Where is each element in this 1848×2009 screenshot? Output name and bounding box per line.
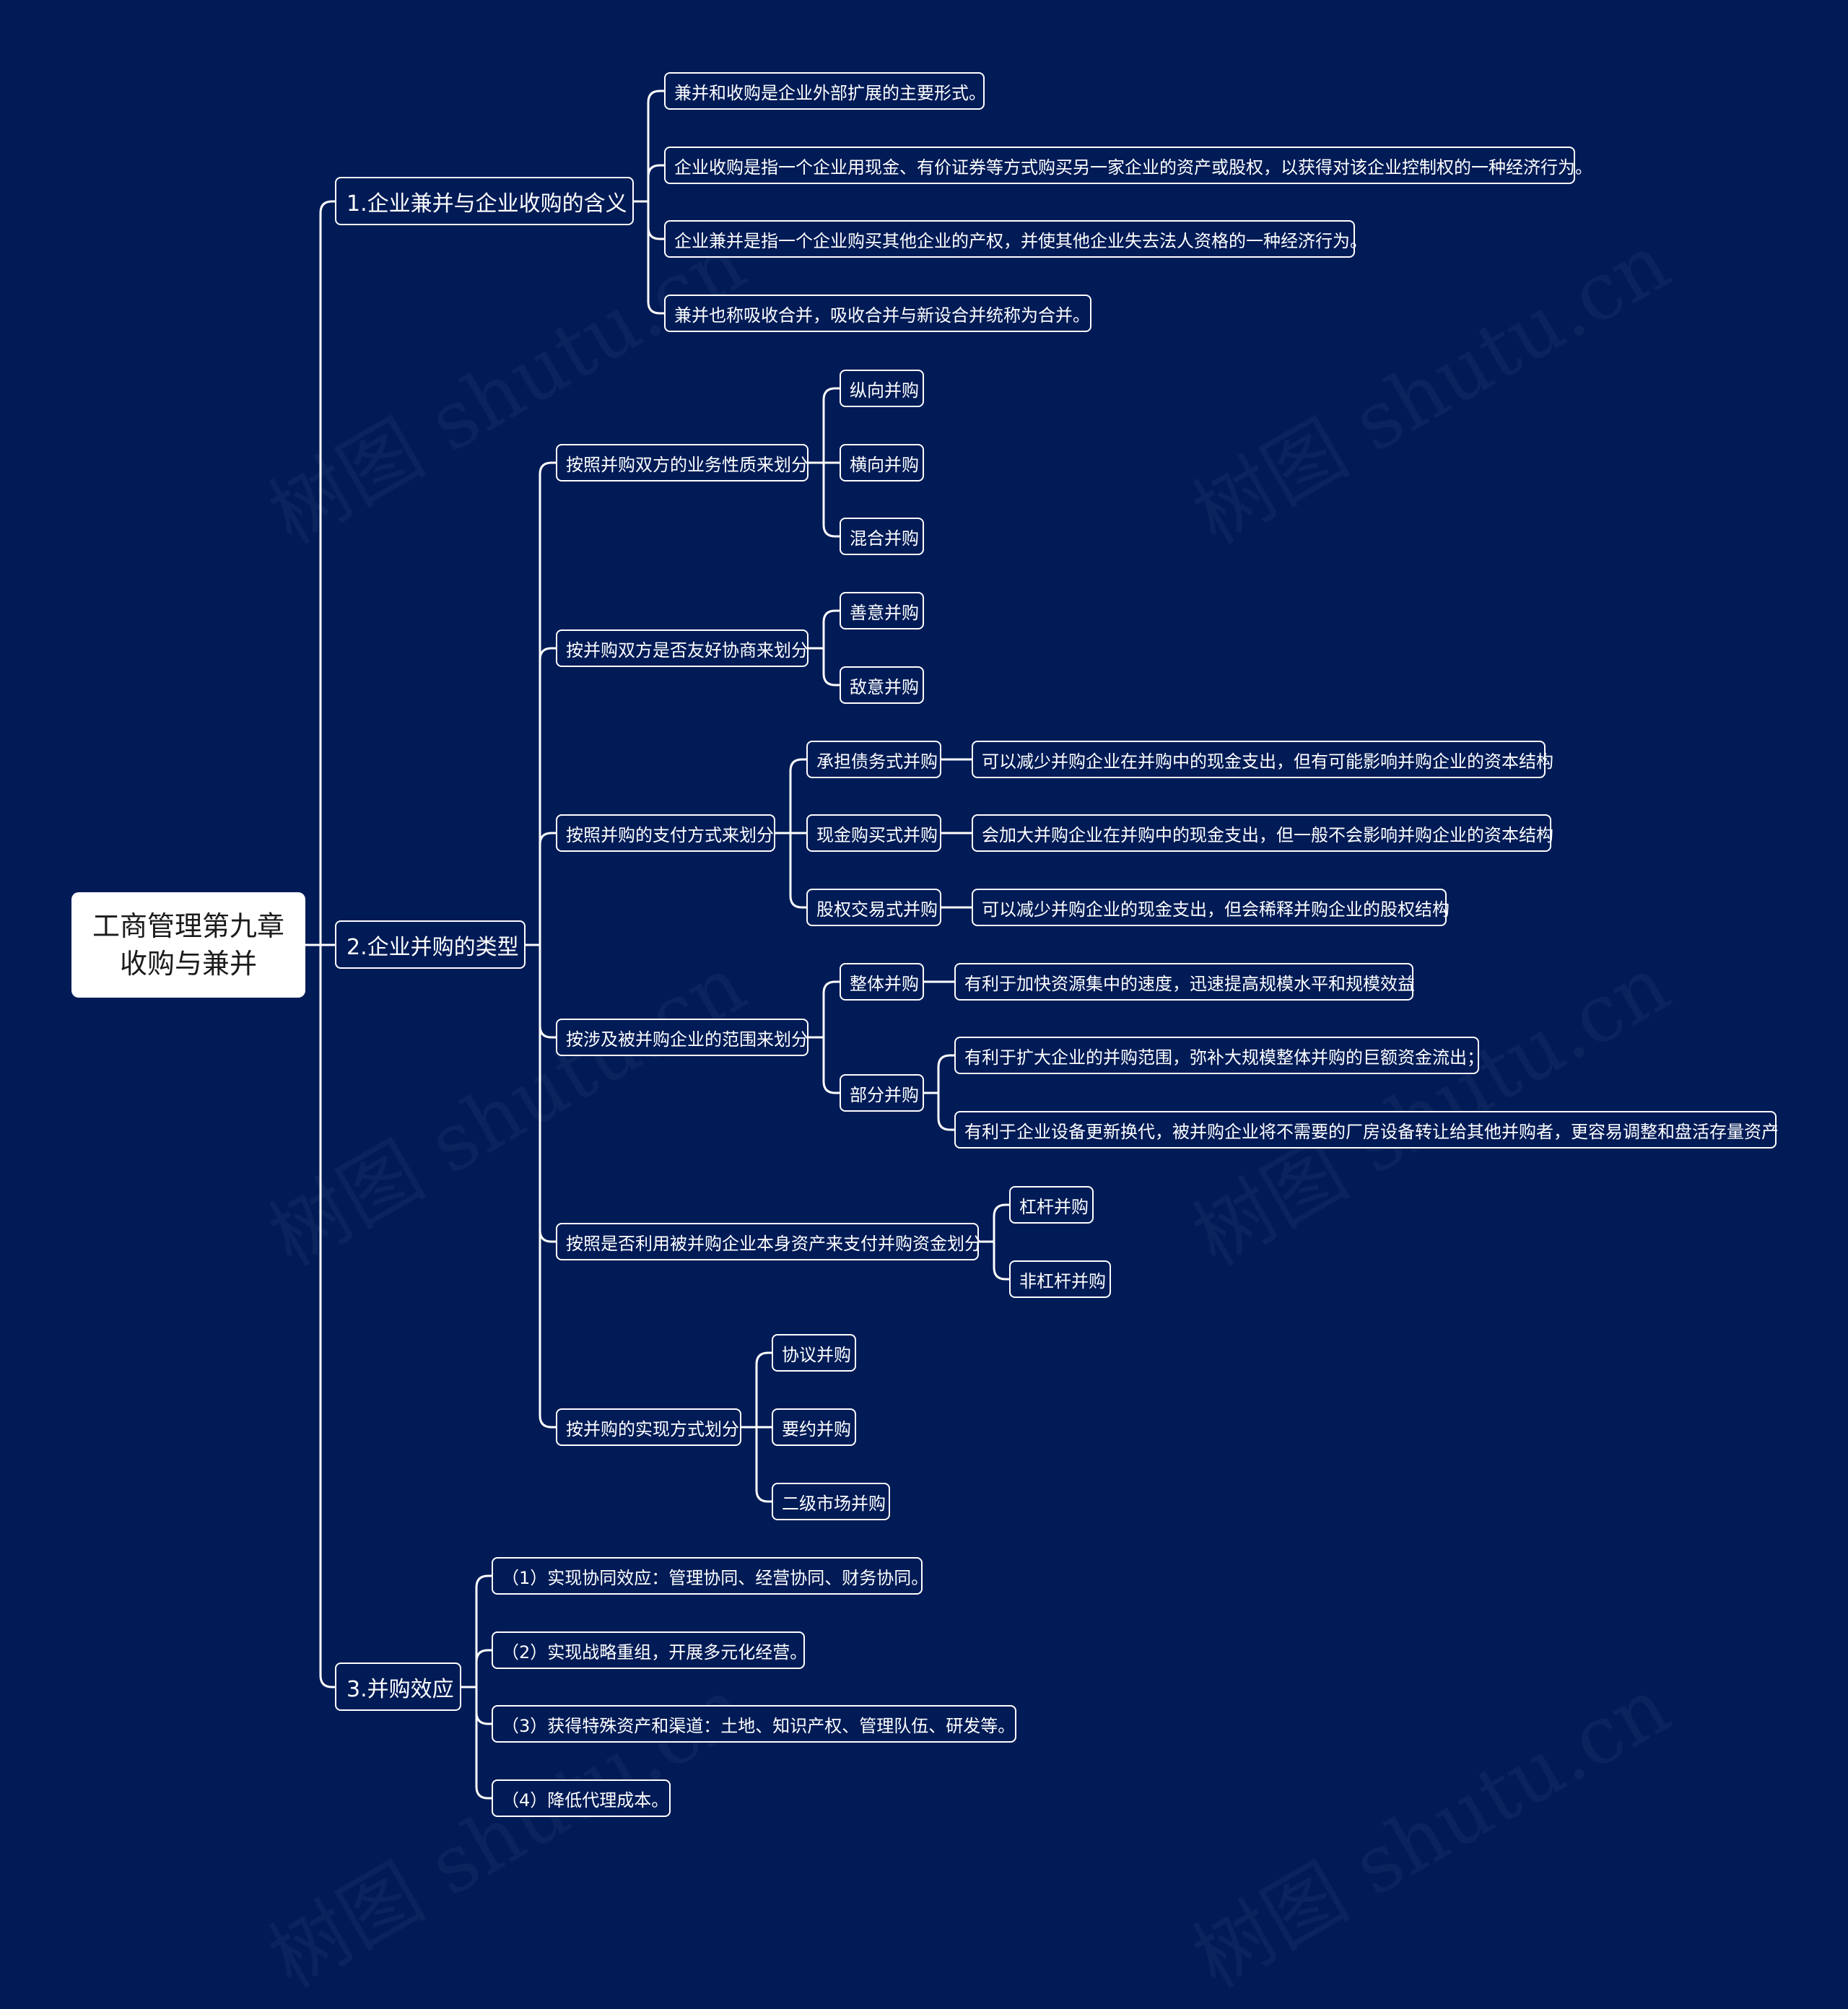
type-leveraged[interactable]: 杠杆并购 xyxy=(1009,1186,1094,1224)
branch-types[interactable]: 2.企业并购的类型 xyxy=(335,920,526,969)
meaning-item[interactable]: 兼并也称吸收合并，吸收合并与新设合并统称为合并。 xyxy=(664,295,1091,332)
connector-line xyxy=(937,1117,954,1131)
meaning-item[interactable]: 企业收购是指一个企业用现金、有价证券等方式购买另一家企业的资产或股权，以获得对该… xyxy=(664,147,1592,184)
connector-line xyxy=(539,1415,556,1429)
connector-line xyxy=(822,980,840,994)
branch-meaning[interactable]: 1.企业兼并与企业收购的含义 xyxy=(335,177,634,225)
type-whole[interactable]: 整体并购 xyxy=(840,963,924,1001)
connector-line xyxy=(539,647,556,661)
type-non-leveraged[interactable]: 非杠杆并购 xyxy=(1009,1260,1111,1298)
group-friendly[interactable]: 按并购双方是否友好协商来划分 xyxy=(556,629,808,667)
connector-line xyxy=(937,1054,954,1068)
root-node[interactable]: 工商管理第九章 收购与兼并 xyxy=(71,892,305,998)
effect-item[interactable]: （4）降低代理成本。 xyxy=(492,1779,671,1817)
connector-lines xyxy=(305,90,1009,1800)
type-debt[interactable]: 承担债务式并购 xyxy=(806,741,941,778)
effect-item[interactable]: （3）获得特殊资产和渠道：土地、知识产权、管理队伍、研发等。 xyxy=(492,1705,1016,1743)
connector-line xyxy=(475,1574,492,1588)
branch-effects[interactable]: 3.并购效应 xyxy=(335,1662,461,1711)
connector-line xyxy=(319,1675,335,1688)
connector-line xyxy=(755,1489,772,1503)
connector-line xyxy=(789,895,806,909)
root-title-line2: 收购与兼并 xyxy=(119,948,257,980)
note-debt[interactable]: 可以减少并购企业在并购中的现金支出，但有可能影响并购企业的资本结构 xyxy=(972,741,1553,778)
type-mixed[interactable]: 混合并购 xyxy=(840,518,924,555)
group-business-nature[interactable]: 按照并购双方的业务性质来划分 xyxy=(556,444,808,481)
note-cash[interactable]: 会加大并购企业在并购中的现金支出，但一般不会影响并购企业的资本结构 xyxy=(972,814,1553,852)
connector-line xyxy=(822,609,840,623)
type-cash[interactable]: 现金购买式并购 xyxy=(806,814,941,852)
connector-line xyxy=(475,1649,492,1662)
connector-line xyxy=(647,90,664,103)
connector-line xyxy=(539,1025,556,1039)
group-payment[interactable]: 按照并购的支付方式来划分 xyxy=(556,814,775,852)
connector-line xyxy=(319,200,335,214)
note-whole[interactable]: 有利于加快资源集中的速度，迅速提高规模水平和规模效益 xyxy=(954,963,1415,1001)
connector-line xyxy=(647,164,664,178)
type-hostile[interactable]: 敌意并购 xyxy=(840,666,924,704)
meaning-item[interactable]: 企业兼并是指一个企业购买其他企业的产权，并使其他企业失去法人资格的一种经济行为。 xyxy=(664,220,1367,258)
connector-line xyxy=(539,832,556,845)
type-agreement[interactable]: 协议并购 xyxy=(772,1334,856,1372)
group-leverage[interactable]: 按照是否利用被并购企业本身资产来支付并购资金划分 xyxy=(556,1223,982,1260)
root-title-line1: 工商管理第九章 xyxy=(92,910,284,942)
type-vertical[interactable]: 纵向并购 xyxy=(840,370,924,407)
group-scope[interactable]: 按涉及被并购企业的范围来划分 xyxy=(556,1019,808,1056)
connector-line xyxy=(822,673,840,687)
note-equity[interactable]: 可以减少并购企业的现金支出，但会稀释并购企业的股权结构 xyxy=(972,889,1450,926)
connector-line xyxy=(993,1203,1009,1217)
connector-line xyxy=(539,1229,556,1243)
meaning-item[interactable]: 兼并和收购是企业外部扩展的主要形式。 xyxy=(664,72,986,110)
connector-line xyxy=(647,227,664,240)
effect-item[interactable]: （2）实现战略重组，开展多元化经营。 xyxy=(492,1631,807,1669)
type-partial[interactable]: 部分并购 xyxy=(840,1074,924,1112)
connector-line xyxy=(822,387,840,401)
connector-line xyxy=(789,758,806,772)
connector-line xyxy=(822,524,840,538)
connector-line xyxy=(475,1712,492,1725)
type-horizontal[interactable]: 横向并购 xyxy=(840,444,924,481)
type-secondary-market[interactable]: 二级市场并购 xyxy=(772,1483,890,1520)
connector-line xyxy=(647,301,664,315)
type-equity[interactable]: 股权交易式并购 xyxy=(806,889,941,926)
connector-line xyxy=(539,461,556,475)
type-friendly[interactable]: 善意并购 xyxy=(840,592,924,629)
mindmap-canvas: 树图 shutu.cn 树图 shutu.cn 树图 shutu.cn 树图 s… xyxy=(71,72,1779,2005)
connector-line xyxy=(475,1786,492,1800)
connector-line xyxy=(822,1081,840,1094)
note-partial[interactable]: 有利于扩大企业的并购范围，弥补大规模整体并购的巨额资金流出； xyxy=(954,1037,1484,1074)
connector-line xyxy=(755,1351,772,1365)
connector-line xyxy=(993,1267,1009,1281)
note-partial[interactable]: 有利于企业设备更新换代，被并购企业将不需要的厂房设备转让给其他并购者，更容易调整… xyxy=(954,1111,1779,1149)
group-method[interactable]: 按并购的实现方式划分 xyxy=(556,1408,741,1446)
effect-item[interactable]: （1）实现协同效应：管理协同、经营协同、财务协同。 xyxy=(492,1557,928,1595)
type-tender[interactable]: 要约并购 xyxy=(772,1408,856,1446)
